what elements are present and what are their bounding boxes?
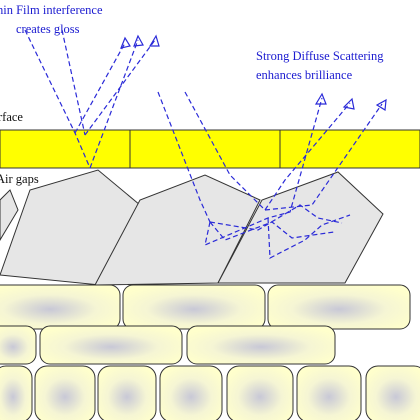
cell [122,284,266,330]
gloss-ray-arrowheads [120,34,160,49]
cell-row-3 [0,365,420,420]
cell [39,325,183,365]
scattered-ray [264,102,351,211]
cell [34,365,96,420]
film-band [0,129,420,169]
reflected-ray [89,39,139,169]
cell-layers [0,284,420,420]
scattered-ray [264,103,383,211]
flake [94,174,261,286]
flakes [0,169,384,286]
cell [0,325,37,365]
arrowhead [148,34,160,47]
scattering-ray-arrowheads [314,92,387,112]
scattering-rays [157,91,383,259]
gloss-rays [24,29,156,169]
gloss-label-line2: creates gloss [16,22,80,36]
cell [97,365,157,420]
reflected-ray [74,42,126,134]
arrowhead [314,92,327,105]
arrowhead [133,34,144,47]
reflected-ray [84,39,156,136]
incident-ray [61,29,86,136]
air-gaps-label: Air gaps [0,172,39,186]
gloss-label-line1: hin Film interference [0,3,103,17]
cell [0,284,121,330]
scattered-ray [209,204,343,231]
incident-ray [157,91,211,223]
cell [296,365,362,420]
arrowhead [342,97,355,110]
flake [217,171,384,284]
arrowhead [120,36,131,49]
cell-row-1 [0,284,411,330]
cell-row-2 [0,325,336,365]
thin-film-layer [0,129,420,169]
arrowhead [375,98,387,112]
surface-label: rface [0,110,23,124]
scattering-label-line2: enhances brilliance [256,68,353,82]
cell [0,365,33,420]
cell [267,284,411,330]
cell [226,365,294,420]
cell [365,365,420,420]
cell [159,365,223,420]
flake [0,169,141,286]
scattering-label-line1: Strong Diffuse Scattering [256,49,384,63]
cell [186,325,336,365]
flake-left-edge [0,189,19,241]
scattered-ray [267,214,351,259]
